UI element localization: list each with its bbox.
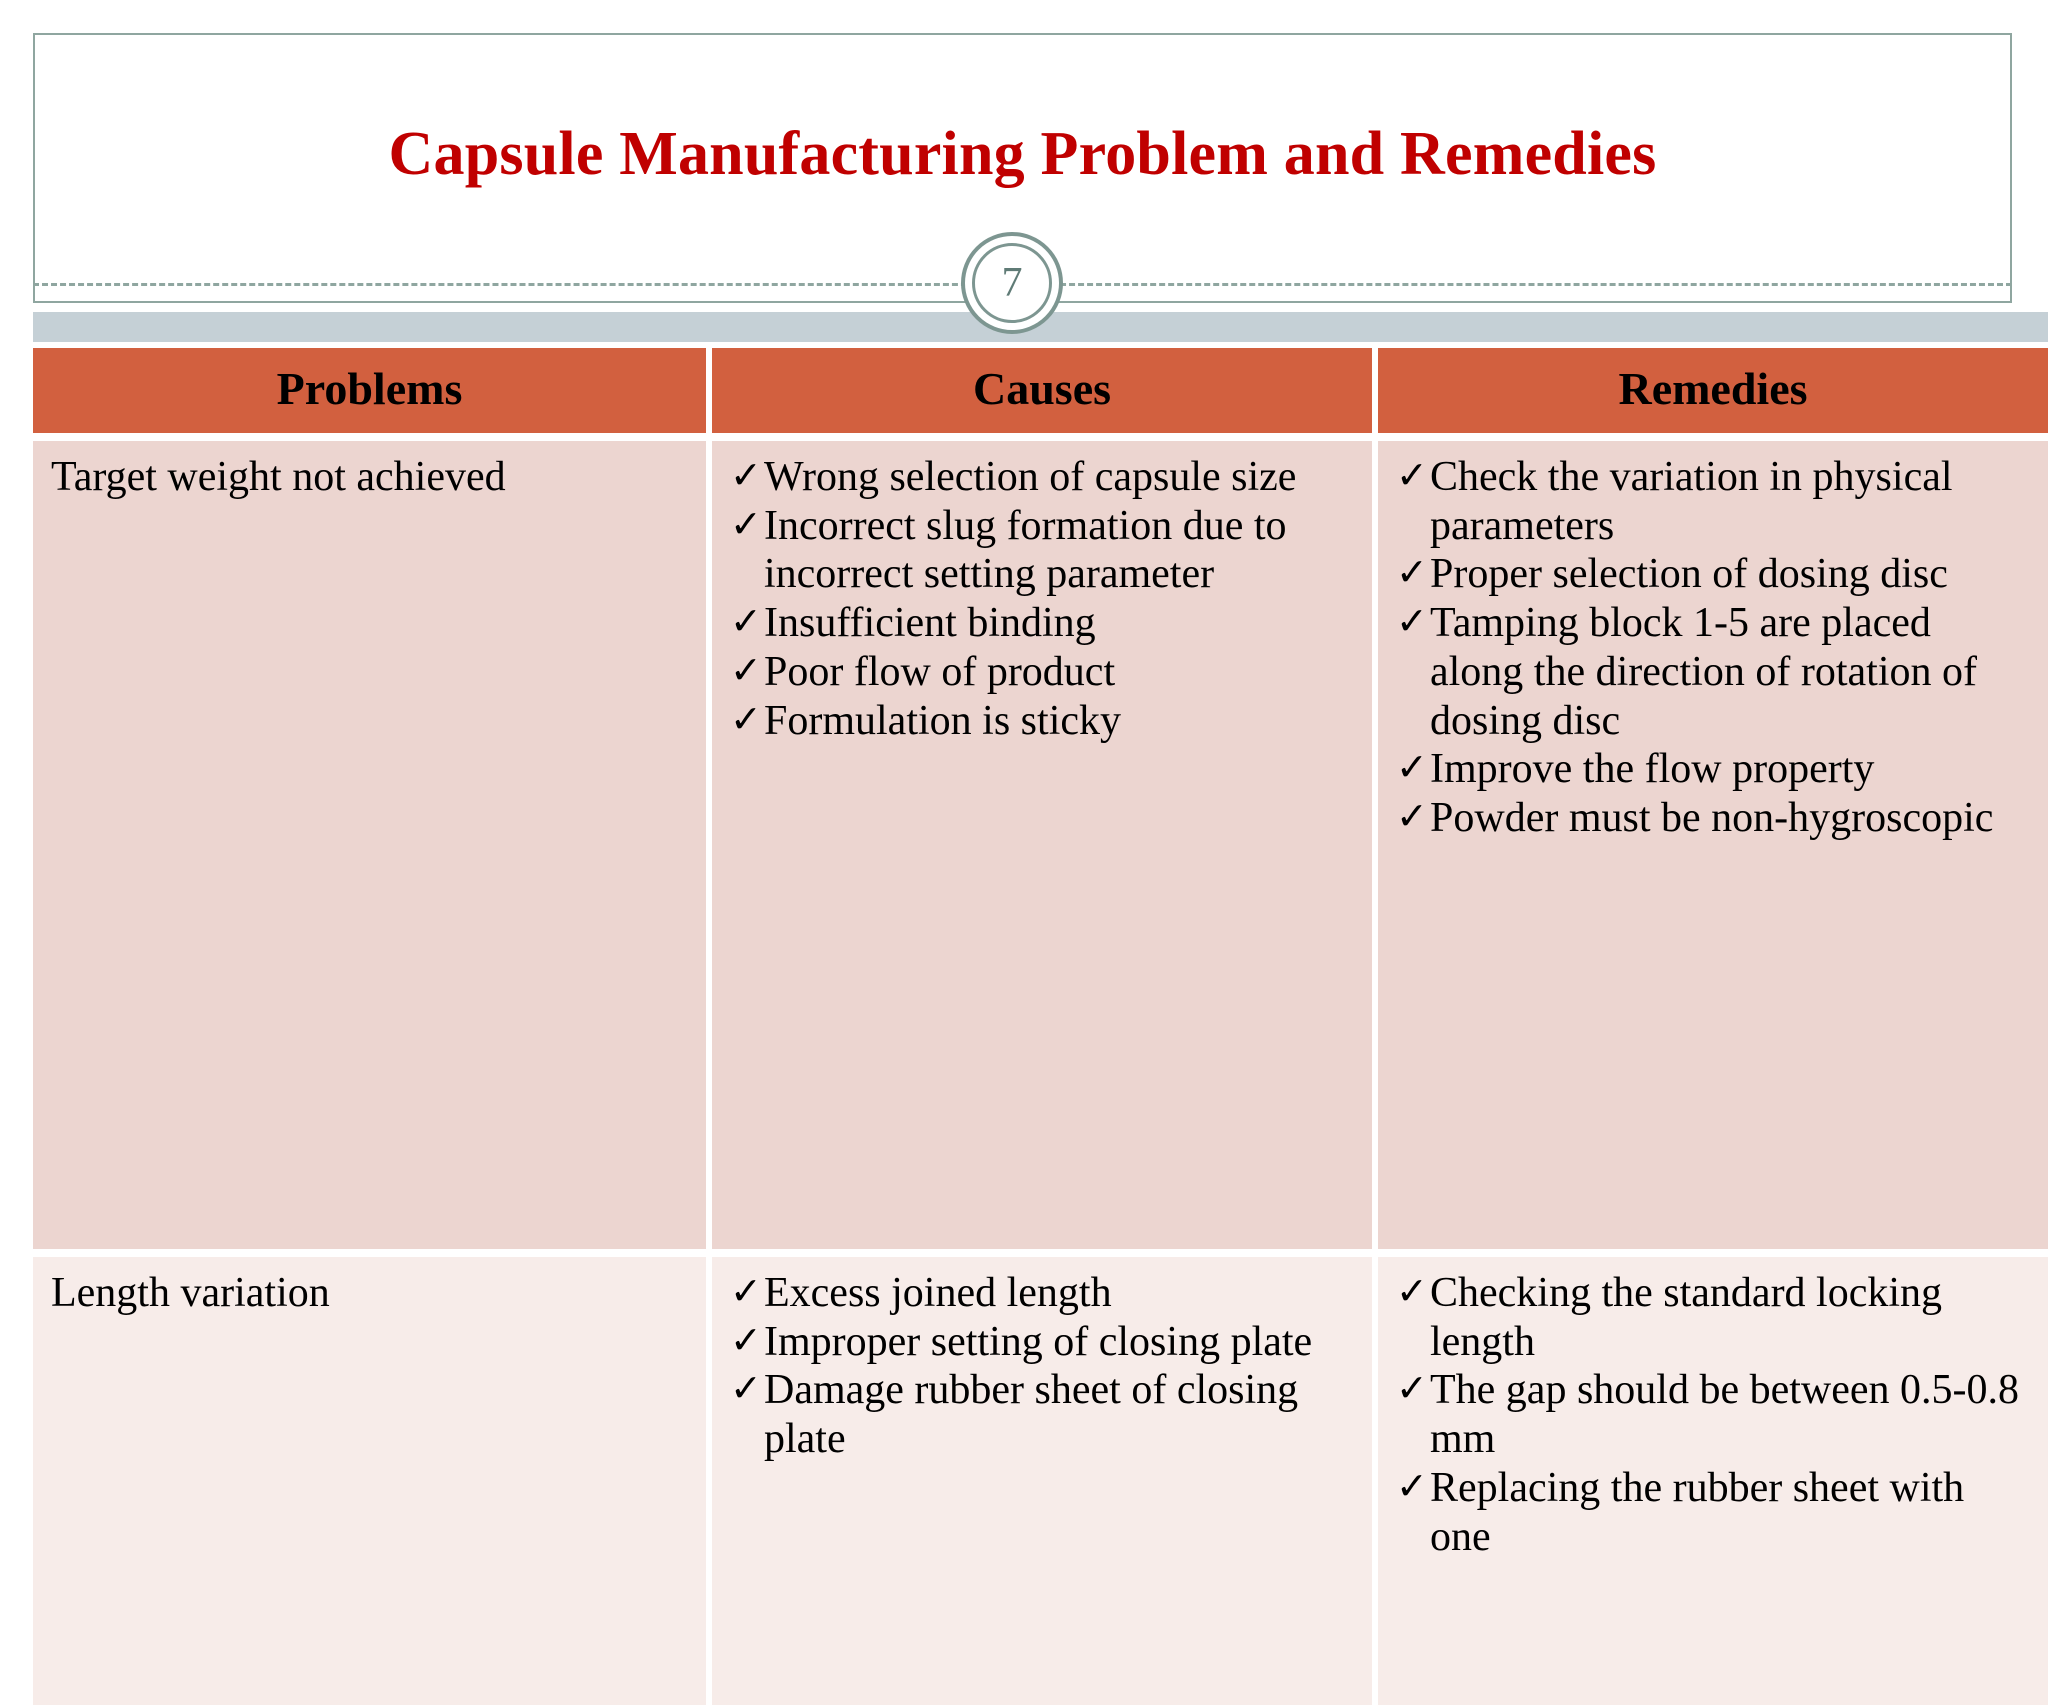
list-item-text: Improper setting of closing plate (764, 1318, 1313, 1365)
problem-cell: Length variation (33, 1257, 712, 1705)
list-item-text: Insufficient binding (764, 600, 1096, 647)
list-item: ✓Formulation is sticky (730, 697, 1358, 746)
list-item: ✓Check the variation in physical paramet… (1396, 453, 2034, 550)
check-icon: ✓ (730, 1271, 762, 1313)
check-icon: ✓ (1396, 552, 1428, 595)
page-number-badge: 7 (961, 232, 1063, 334)
list-item: ✓Proper selection of dosing disc (1396, 550, 2034, 599)
table-row: Target weight not achieved ✓Wrong select… (33, 441, 2048, 1257)
list-item: ✓Replacing the rubber sheet with one (1396, 1464, 2034, 1561)
list-item: ✓Tamping block 1-5 are placed along the … (1396, 599, 2034, 745)
list-item-text: Tamping block 1-5 are placed along the d… (1430, 600, 1978, 744)
list-item: ✓Damage rubber sheet of closing plate (730, 1366, 1358, 1463)
column-header-problems: Problems (33, 348, 712, 441)
remedies-list: ✓Checking the standard locking length ✓T… (1396, 1269, 2034, 1561)
check-icon: ✓ (730, 503, 762, 546)
remedies-cell: ✓Check the variation in physical paramet… (1378, 441, 2048, 1257)
check-icon: ✓ (730, 601, 762, 644)
list-item: ✓Checking the standard locking length (1396, 1269, 2034, 1366)
list-item: ✓Improve the flow property (1396, 745, 2034, 794)
check-icon: ✓ (1396, 1465, 1428, 1508)
list-item: ✓The gap should be between 0.5-0.8 mm (1396, 1366, 2034, 1463)
check-icon: ✓ (1396, 796, 1428, 839)
check-icon: ✓ (730, 1319, 762, 1362)
causes-list: ✓Excess joined length ✓Improper setting … (730, 1269, 1358, 1464)
remedies-list: ✓Check the variation in physical paramet… (1396, 453, 2034, 843)
list-item-text: Damage rubber sheet of closing plate (764, 1367, 1299, 1463)
list-item-text: Formulation is sticky (764, 697, 1121, 744)
list-item-text: Incorrect slug formation due to incorrec… (764, 502, 1287, 598)
check-icon: ✓ (1396, 601, 1428, 644)
check-icon: ✓ (730, 1368, 762, 1411)
column-header-causes: Causes (712, 348, 1378, 441)
list-item-text: Powder must be non-hygroscopic (1430, 795, 1994, 842)
list-item-text: Poor flow of product (764, 648, 1116, 695)
causes-cell: ✓Excess joined length ✓Improper setting … (712, 1257, 1378, 1705)
column-header-remedies: Remedies (1378, 348, 2048, 441)
causes-list: ✓Wrong selection of capsule size ✓Incorr… (730, 453, 1358, 745)
slide: Capsule Manufacturing Problem and Remedi… (33, 33, 2048, 1705)
list-item-text: Proper selection of dosing disc (1430, 551, 1948, 598)
list-item-text: Excess joined length (764, 1270, 1112, 1316)
check-icon: ✓ (730, 455, 762, 497)
check-icon: ✓ (1396, 1271, 1428, 1313)
list-item: ✓Powder must be non-hygroscopic (1396, 794, 2034, 843)
list-item-text: Improve the flow property (1430, 746, 1875, 793)
page-number-label: 7 (1001, 260, 1023, 306)
list-item: ✓Improper setting of closing plate (730, 1318, 1358, 1367)
list-item-text: Wrong selection of capsule size (764, 454, 1297, 500)
check-icon: ✓ (730, 698, 762, 741)
check-icon: ✓ (1396, 747, 1428, 790)
page-title: Capsule Manufacturing Problem and Remedi… (388, 120, 1657, 188)
list-item: ✓Poor flow of product (730, 648, 1358, 697)
check-icon: ✓ (1396, 455, 1428, 497)
table-header-row: Problems Causes Remedies (33, 348, 2048, 441)
list-item-text: The gap should be between 0.5-0.8 mm (1430, 1367, 2020, 1463)
list-item-text: Check the variation in physical paramete… (1430, 454, 1953, 549)
check-icon: ✓ (730, 649, 762, 692)
problem-cell: Target weight not achieved (33, 441, 712, 1257)
remedies-cell: ✓Checking the standard locking length ✓T… (1378, 1257, 2048, 1705)
table-row: Length variation ✓Excess joined length ✓… (33, 1257, 2048, 1705)
list-item: ✓Insufficient binding (730, 599, 1358, 648)
list-item-text: Checking the standard locking length (1430, 1270, 1943, 1365)
check-icon: ✓ (1396, 1368, 1428, 1411)
list-item: ✓Excess joined length (730, 1269, 1358, 1318)
causes-cell: ✓Wrong selection of capsule size ✓Incorr… (712, 441, 1378, 1257)
problems-causes-remedies-table: Problems Causes Remedies Target weight n… (33, 348, 2048, 1705)
list-item: ✓Wrong selection of capsule size (730, 453, 1358, 502)
list-item-text: Replacing the rubber sheet with one (1430, 1464, 1965, 1560)
list-item: ✓Incorrect slug formation due to incorre… (730, 502, 1358, 599)
